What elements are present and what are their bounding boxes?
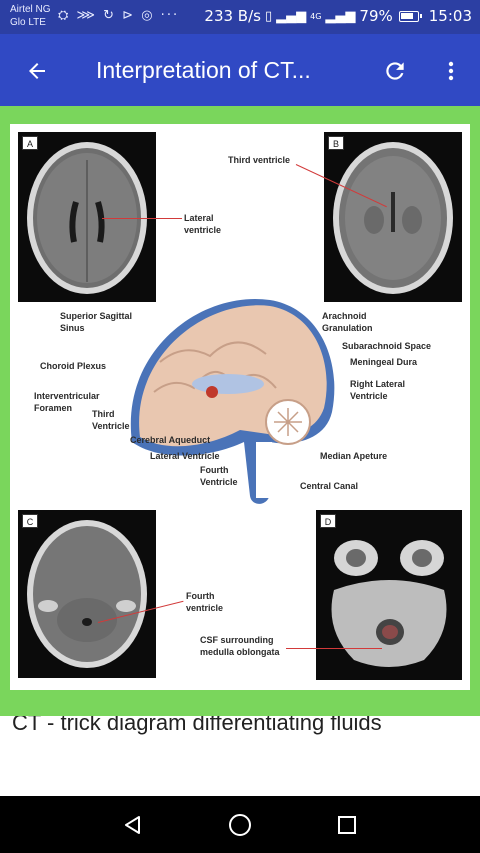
ct-panel-c: C bbox=[18, 510, 156, 678]
pointer-line bbox=[102, 218, 182, 219]
panel-letter-a: A bbox=[22, 136, 38, 150]
network-speed: 233 B/s bbox=[204, 7, 261, 25]
ct-panel-b: B bbox=[324, 132, 462, 302]
ct-scan-axial-b-icon bbox=[333, 142, 453, 294]
battery-icon bbox=[398, 10, 422, 22]
overflow-menu-button[interactable] bbox=[434, 54, 468, 88]
label-subarachnoid-space: Subarachnoid Space bbox=[342, 341, 432, 351]
vibrate-icon: ▯ bbox=[264, 8, 273, 24]
ct-scan-axial-d-icon bbox=[331, 540, 447, 667]
carrier-line-1: Airtel NG bbox=[10, 4, 51, 15]
label-arachnoid-granulation: Arachnoid Granulation bbox=[322, 311, 373, 333]
panel-letter-c: C bbox=[22, 514, 38, 528]
back-button[interactable] bbox=[20, 54, 54, 88]
ct-panel-d: D bbox=[316, 510, 462, 680]
label-third-ventricle: Third ventricle bbox=[228, 155, 291, 165]
refresh-icon bbox=[386, 62, 404, 80]
nav-recents-square-icon bbox=[338, 816, 356, 834]
app-bar: Interpretation of CT... bbox=[0, 34, 480, 106]
nav-home-button[interactable] bbox=[223, 808, 257, 842]
label-meningeal-dura: Meningeal Dura bbox=[350, 357, 418, 367]
nav-recents-button[interactable] bbox=[330, 808, 364, 842]
label-interventricular-foramen: Interventricular Foramen bbox=[34, 391, 100, 413]
nav-back-button[interactable] bbox=[116, 808, 150, 842]
ct-scan-axial-a-icon bbox=[27, 142, 147, 294]
label-third-ventricle-diagram: Third Ventricle bbox=[92, 409, 130, 431]
label-superior-sagittal-sinus: Superior Sagittal Sinus bbox=[60, 311, 133, 333]
nav-home-circle-icon bbox=[229, 814, 251, 836]
more-vertical-icon bbox=[448, 61, 454, 81]
battery-percent: 79% bbox=[359, 7, 393, 25]
panel-letter-d: D bbox=[320, 514, 336, 528]
refresh-button[interactable] bbox=[378, 54, 412, 88]
panel-letter-b: B bbox=[328, 136, 344, 150]
ct-figure-image[interactable]: A Lateral ventricle B Third ventricle Su… bbox=[10, 124, 470, 690]
label-right-lateral-ventricle: Right Lateral Ventricle bbox=[350, 379, 406, 401]
label-lateral-ventricle-a: Lateral ventricle bbox=[184, 213, 222, 235]
signal-icon-2: ▂▄▆ bbox=[325, 8, 356, 24]
pointer-line bbox=[286, 648, 382, 649]
label-central-canal: Central Canal bbox=[300, 481, 359, 491]
carrier-info: Airtel NG Glo LTE bbox=[10, 3, 51, 29]
label-fourth-ventricle-diagram: Fourth Ventricle bbox=[200, 465, 238, 487]
green-strip-bottom bbox=[0, 690, 480, 716]
brain-csf-diagram bbox=[130, 298, 335, 504]
network-type-label: 4G bbox=[310, 11, 322, 21]
nav-back-triangle-icon bbox=[125, 816, 140, 834]
system-nav-bar bbox=[0, 796, 480, 853]
label-median-apeture: Median Apeture bbox=[320, 451, 388, 461]
ct-panel-a: A bbox=[18, 132, 156, 302]
carrier-line-2: Glo LTE bbox=[10, 17, 46, 28]
label-fourth-ventricle-c: Fourth ventricle bbox=[186, 591, 224, 613]
label-lateral-ventricle-diagram: Lateral Ventricle bbox=[150, 451, 220, 461]
notification-icons: ⛭ ⋙ ↻ ⊳ ◎ ··· bbox=[58, 8, 180, 23]
status-indicators: 233 B/s ▯ ▂▄▆ 4G ▂▄▆ 79% 15:03 bbox=[204, 7, 472, 25]
status-bar: Airtel NG Glo LTE ⛭ ⋙ ↻ ⊳ ◎ ··· 233 B/s … bbox=[0, 0, 480, 34]
ct-scan-axial-c-icon bbox=[27, 520, 147, 668]
signal-icon: ▂▄▆ bbox=[276, 8, 307, 24]
label-csf-medulla: CSF surrounding medulla oblongata bbox=[200, 635, 280, 657]
label-choroid-plexus: Choroid Plexus bbox=[40, 361, 107, 371]
clock: 15:03 bbox=[428, 7, 472, 25]
label-cerebral-aqueduct: Cerebral Aqueduct bbox=[130, 435, 211, 445]
arrow-left-icon bbox=[29, 63, 45, 79]
page-title: Interpretation of CT... bbox=[96, 57, 311, 83]
